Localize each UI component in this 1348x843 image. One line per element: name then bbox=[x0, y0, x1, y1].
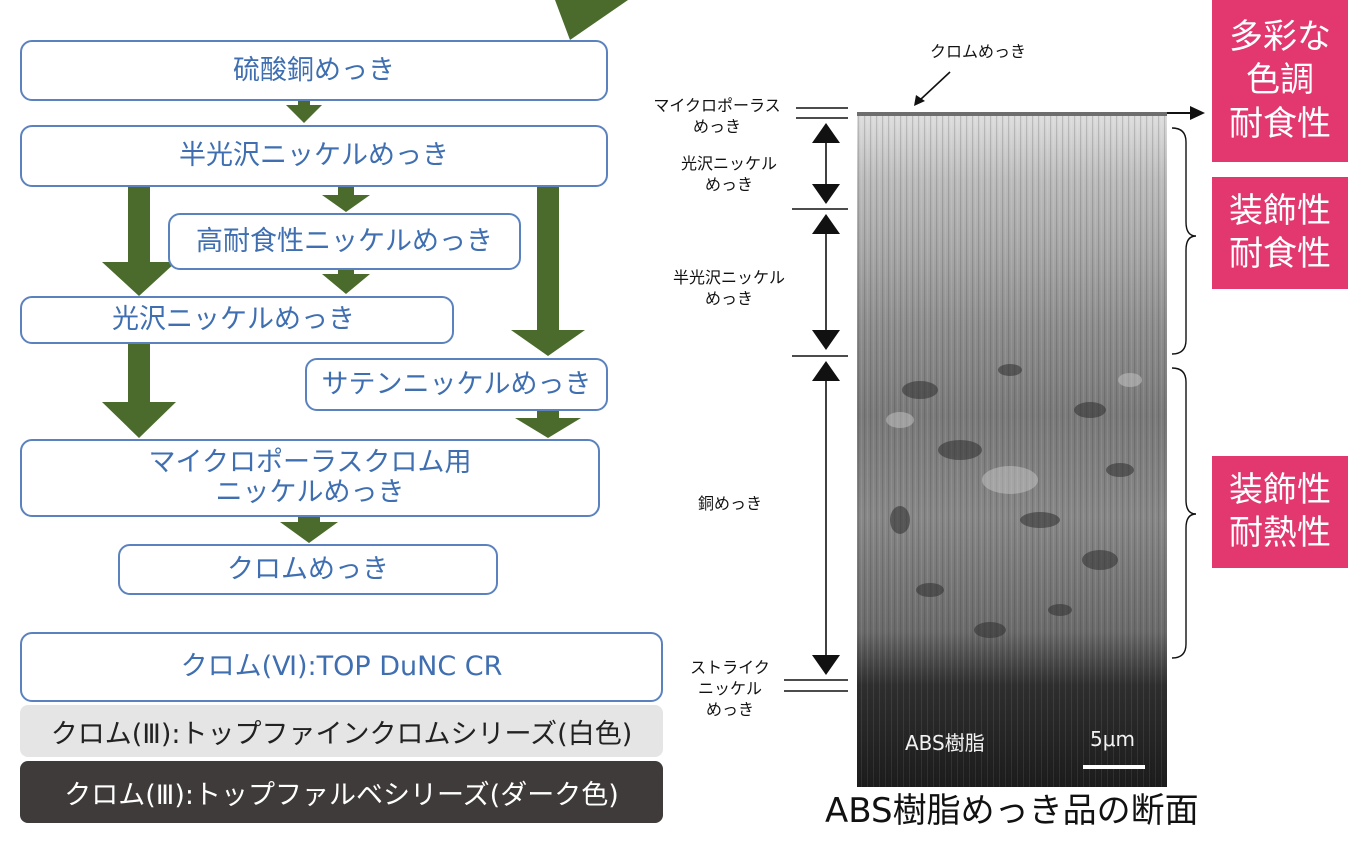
scale-bar bbox=[1083, 765, 1145, 769]
microporous-line2: めっき bbox=[692, 116, 741, 136]
microporous-nickel-box: マイクロポーラスクロム用 ニッケルめっき bbox=[20, 439, 600, 517]
bright-nickel-layer-label: 光沢ニッケル めっき bbox=[664, 154, 794, 196]
semi-bright-line1: 半光沢ニッケル bbox=[672, 268, 785, 287]
copper-layer-label: 銅めっき bbox=[697, 494, 762, 513]
copper-plating-box: 硫酸銅めっき bbox=[20, 40, 608, 101]
bright-nickel-line2: めっき bbox=[704, 174, 753, 194]
cross-section-caption: ABS樹脂めっき品の断面 bbox=[825, 791, 1199, 831]
microporous-layer-label: マイクロポーラス めっき bbox=[642, 96, 792, 138]
high-corrosion-nickel-box: 高耐食性ニッケルめっき bbox=[168, 213, 521, 270]
semi-bright-line2: めっき bbox=[704, 288, 753, 308]
cr3-white-series: クロム(Ⅲ):トップファインクロムシリーズ(白色) bbox=[20, 705, 663, 757]
chrome-layer-label: クロムめっき bbox=[929, 42, 1026, 61]
semi-bright-layer-label: 半光沢ニッケル めっき bbox=[654, 268, 804, 310]
tag3-line2: 耐熱性 bbox=[1229, 513, 1331, 553]
strike-line3: めっき bbox=[705, 699, 754, 719]
top-arrow-head bbox=[555, 0, 628, 40]
tag-decorative-corrosion: 装飾性 耐食性 bbox=[1212, 177, 1348, 289]
scale-label: 5μm bbox=[1090, 727, 1135, 751]
tag-color-corrosion: 多彩な 色調 耐食性 bbox=[1212, 0, 1348, 162]
microporous-line1: マイクロポーラス bbox=[653, 96, 781, 115]
bright-nickel-line1: 光沢ニッケル bbox=[680, 154, 777, 173]
tag1-line2: 色調 bbox=[1246, 60, 1314, 101]
cr3-dark-series: クロム(Ⅲ):トップファルベシリーズ(ダーク色) bbox=[20, 761, 663, 823]
property-braces bbox=[1171, 127, 1197, 659]
cross-section-micrograph bbox=[857, 112, 1167, 787]
strike-line2: ニッケル bbox=[697, 678, 762, 698]
chrome-plating-box: クロムめっき bbox=[118, 544, 498, 595]
microporous-nickel-line2: ニッケルめっき bbox=[215, 477, 405, 508]
cr6-series-box: クロム(Ⅵ):TOP DuNC CR bbox=[20, 632, 663, 702]
tag3-line1: 装飾性 bbox=[1229, 469, 1331, 510]
tag2-line2: 耐食性 bbox=[1229, 234, 1331, 274]
microporous-nickel-line1: マイクロポーラスクロム用 bbox=[148, 447, 472, 479]
abs-resin-label: ABS樹脂 bbox=[905, 731, 985, 755]
tag1-pointer bbox=[1167, 106, 1205, 120]
satin-nickel-box: サテンニッケルめっき bbox=[305, 358, 608, 411]
layer-dimension-arrows bbox=[812, 123, 840, 675]
chrome-pointer bbox=[914, 71, 951, 106]
tag1-line3: 耐食性 bbox=[1229, 103, 1331, 144]
tag1-line1: 多彩な bbox=[1229, 17, 1331, 58]
layer-boundaries bbox=[784, 107, 848, 692]
strike-nickel-layer-label: ストライク ニッケル めっき bbox=[680, 658, 780, 720]
tag-decorative-heat: 装飾性 耐熱性 bbox=[1212, 456, 1348, 568]
flow-arrows bbox=[102, 101, 585, 543]
strike-line1: ストライク bbox=[690, 658, 770, 677]
bright-nickel-box: 光沢ニッケルめっき bbox=[20, 296, 454, 344]
tag2-line1: 装飾性 bbox=[1229, 190, 1331, 231]
semi-bright-nickel-box: 半光沢ニッケルめっき bbox=[20, 125, 608, 187]
